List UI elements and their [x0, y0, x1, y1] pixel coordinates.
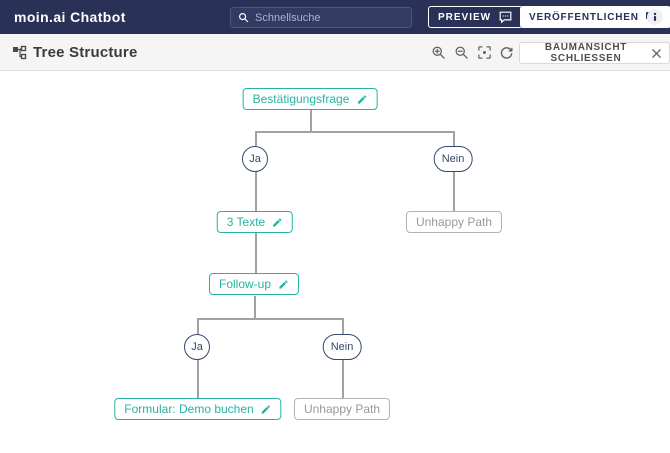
node-3-texte[interactable]: 3 Texte [216, 211, 294, 233]
node-root-label: Bestätigungsfrage [252, 92, 350, 106]
node-3-texte-label: 3 Texte [226, 215, 266, 229]
search-input[interactable] [255, 11, 404, 24]
edge-branch1-horizontal [255, 131, 453, 133]
tree-toolbar: Tree Structure BAUMANSICHT SCHLIESSEN [0, 34, 670, 71]
node-followup-label: Follow-up [218, 277, 272, 291]
node-branch2-nein[interactable]: Nein [322, 334, 362, 360]
tree-canvas[interactable]: Bestätigungsfrage Ja Nein 3 Texte Unhapp… [0, 71, 670, 453]
edge-to-nein2 [342, 318, 344, 334]
edge-nein1-unhappy [453, 172, 455, 211]
tree-structure-icon [12, 45, 28, 66]
node-branch2-ja-label: Ja [191, 341, 203, 353]
edit-pencil-icon[interactable] [356, 94, 367, 105]
node-form-demo-label: Formular: Demo buchen [124, 402, 254, 416]
node-unhappy-path-1[interactable]: Unhappy Path [405, 211, 503, 233]
node-branch1-nein-label: Nein [441, 153, 465, 165]
edge-root-down [310, 109, 312, 131]
chat-bubble-icon [498, 11, 513, 24]
edge-branch2-horizontal [197, 318, 342, 320]
edge-texts-followup [255, 233, 257, 273]
edit-pencil-icon[interactable] [261, 404, 272, 415]
node-unhappy-path-2[interactable]: Unhappy Path [293, 398, 391, 420]
refresh-icon[interactable] [497, 43, 515, 61]
app-logo: moin.ai Chatbot [14, 9, 126, 25]
edit-pencil-icon[interactable] [278, 279, 289, 290]
node-root[interactable]: Bestätigungsfrage [242, 88, 378, 110]
close-icon [652, 48, 661, 58]
edge-to-ja2 [197, 318, 199, 334]
preview-button[interactable]: PREVIEW [428, 6, 524, 28]
node-branch1-ja[interactable]: Ja [242, 146, 268, 172]
quick-search[interactable] [230, 7, 412, 28]
node-branch2-ja[interactable]: Ja [184, 334, 210, 360]
info-icon[interactable] [647, 9, 663, 25]
node-unhappy-path-1-label: Unhappy Path [415, 215, 493, 229]
edge-nein2-unhappy [342, 360, 344, 398]
edit-pencil-icon[interactable] [272, 217, 283, 228]
app-header: moin.ai Chatbot PREVIEW VERÖFFENTLICHEN [0, 0, 670, 34]
page-title: Tree Structure [33, 44, 138, 61]
node-unhappy-path-2-label: Unhappy Path [303, 402, 381, 416]
edge-followup-down [254, 296, 256, 318]
edge-to-ja1 [255, 131, 257, 146]
publish-button-label: VERÖFFENTLICHEN [529, 11, 639, 23]
close-tree-view-label: BAUMANSICHT SCHLIESSEN [544, 42, 628, 64]
zoom-in-icon[interactable] [429, 43, 447, 61]
node-branch1-nein[interactable]: Nein [433, 146, 473, 172]
edge-ja2-form [197, 360, 199, 398]
close-tree-view-button[interactable]: BAUMANSICHT SCHLIESSEN [519, 42, 670, 64]
node-branch1-ja-label: Ja [249, 153, 261, 165]
edge-to-nein1 [453, 131, 455, 146]
node-followup[interactable]: Follow-up [208, 273, 300, 295]
node-branch2-nein-label: Nein [330, 341, 354, 353]
node-form-demo[interactable]: Formular: Demo buchen [114, 398, 282, 420]
edge-ja1-texts [255, 172, 257, 211]
preview-button-label: PREVIEW [438, 11, 492, 23]
zoom-out-icon[interactable] [452, 43, 470, 61]
search-icon [238, 12, 249, 23]
center-focus-icon[interactable] [475, 43, 493, 61]
